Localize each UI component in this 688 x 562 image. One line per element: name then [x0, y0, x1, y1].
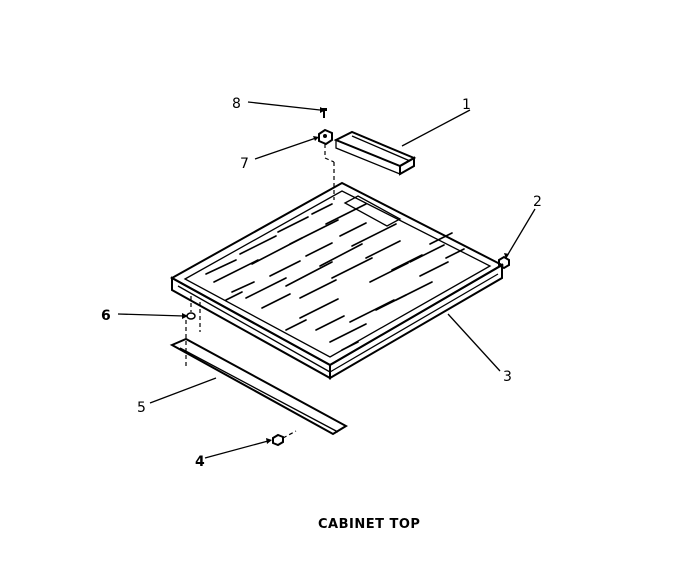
callout-6: 6 [101, 308, 111, 324]
screw-part-6 [186, 312, 196, 320]
callout-3: 3 [503, 369, 512, 385]
assembly-lines [185, 144, 335, 368]
callout-8: 8 [232, 96, 241, 112]
callout-4: 4 [195, 454, 205, 470]
screw-part-4 [272, 430, 297, 447]
wood-grain [205, 203, 465, 351]
bracket-part [333, 130, 417, 176]
cabinet-top-panel [169, 181, 505, 380]
callout-1: 1 [462, 97, 471, 113]
callout-2: 2 [533, 194, 542, 210]
diagram-caption: CABINET TOP [318, 517, 420, 532]
leader-lines [117, 101, 536, 459]
callout-7: 7 [240, 156, 249, 172]
clip-part [318, 128, 333, 146]
callout-5: 5 [137, 400, 146, 416]
screw-part-2 [498, 255, 510, 270]
trim-strip-part [169, 337, 348, 436]
